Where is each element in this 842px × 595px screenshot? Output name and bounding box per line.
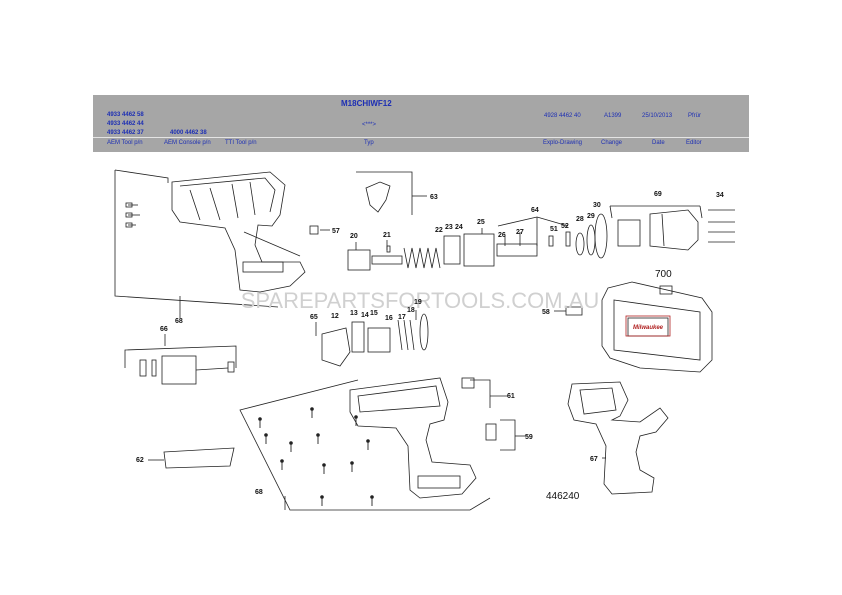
- part-label: 26: [498, 232, 506, 239]
- part-label: 67: [590, 456, 598, 463]
- part-57: [309, 225, 319, 235]
- part-label: 68: [175, 318, 183, 325]
- part-66-motor: [124, 334, 237, 385]
- part-label: 20: [350, 233, 358, 240]
- motor-assembly: [315, 310, 429, 367]
- case-badge-frame: [625, 315, 671, 337]
- part-label: 34: [716, 192, 724, 199]
- part-label: 25: [477, 219, 485, 226]
- housing-half-right: [239, 377, 528, 511]
- part-label: 22: [435, 227, 443, 234]
- watermark: SPAREPARTSFORTOOLS.COM.AU: [241, 288, 600, 313]
- part-label: 68: [255, 489, 263, 496]
- label-explo: Explo-Drawing: [543, 140, 583, 146]
- part-label: 19: [414, 299, 422, 306]
- part-label: 29: [587, 213, 595, 220]
- case-brand: Milwaukee: [633, 325, 664, 331]
- editor-value: Pfrür: [688, 113, 702, 119]
- part-label: 23: [445, 224, 453, 231]
- drawing-number: 446240: [546, 491, 580, 502]
- part-labels: 63 57 20 21 22 23 24 25 26 27 64 51 52 2…: [136, 191, 724, 496]
- aem-tool-pn-3: 4933 4462 37: [107, 130, 144, 136]
- part-label: 58: [542, 309, 550, 316]
- part-label: 700: [655, 269, 672, 280]
- aem-console-pn: 4000 4462 38: [170, 130, 207, 136]
- gear-train: [347, 213, 608, 271]
- part-67-assembled-tool: [567, 381, 669, 495]
- typ-value: <***>: [362, 122, 377, 128]
- label-editor: Editor: [686, 140, 702, 146]
- part-label: 16: [385, 315, 393, 322]
- part-label: 69: [654, 191, 662, 198]
- part-69-nose: [609, 205, 735, 251]
- title-block: M18CHIWF12 4933 4462 58 4933 4462 44 493…: [93, 95, 749, 152]
- aem-tool-pn-1: 4933 4462 58: [107, 112, 144, 118]
- aem-tool-pn-2: 4933 4462 44: [107, 121, 144, 127]
- part-63-clip: [356, 171, 427, 215]
- label-change: Change: [601, 140, 623, 146]
- screw-set: [259, 410, 373, 506]
- part-label: 64: [531, 207, 539, 214]
- label-date: Date: [652, 140, 665, 146]
- part-label: 27: [516, 229, 524, 236]
- change-value: A1399: [604, 113, 622, 119]
- housing-half-left: [114, 169, 306, 318]
- label-aem-console: AEM Console p/n: [164, 140, 211, 146]
- part-label: 15: [370, 310, 378, 317]
- model-title: M18CHIWF12: [341, 99, 392, 108]
- part-label: 21: [383, 232, 391, 239]
- part-label: 24: [455, 224, 463, 231]
- part-label: 66: [160, 326, 168, 333]
- part-62-label: [163, 447, 235, 469]
- part-label: 62: [136, 457, 144, 464]
- part-label: 52: [561, 223, 569, 230]
- part-label: 13: [350, 310, 358, 317]
- label-typ: Typ: [364, 140, 374, 146]
- part-label: 57: [332, 228, 340, 235]
- part-label: 28: [576, 216, 584, 223]
- part-label: 63: [430, 194, 438, 201]
- part-label: 14: [361, 312, 369, 319]
- part-label: 30: [593, 202, 601, 209]
- header-divider: [93, 137, 749, 138]
- part-label: 12: [331, 313, 339, 320]
- part-label: 59: [525, 434, 533, 441]
- part-label: 65: [310, 314, 318, 321]
- part-label: 51: [550, 226, 558, 233]
- part-label: 18: [407, 307, 415, 314]
- part-label: 17: [398, 314, 406, 321]
- label-aem-tool: AEM Tool p/n: [107, 140, 143, 146]
- explo-drawing-value: 4928 4462 40: [544, 113, 581, 119]
- label-tti-tool: TTI Tool p/n: [225, 140, 257, 146]
- part-label: 61: [507, 393, 515, 400]
- date-value: 25/10/2013: [642, 113, 673, 119]
